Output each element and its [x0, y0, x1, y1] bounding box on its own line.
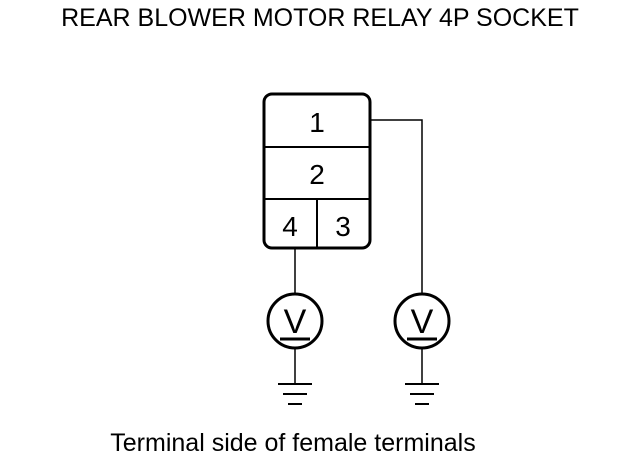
voltmeter-symbol: V: [411, 303, 434, 341]
voltmeter-symbol: V: [284, 303, 307, 341]
terminal-2-label: 2: [309, 159, 325, 190]
diagram-title: REAR BLOWER MOTOR RELAY 4P SOCKET: [61, 4, 579, 32]
diagram-caption: Terminal side of female terminals: [110, 429, 476, 457]
connector-socket: 1 2 4 3: [262, 92, 372, 250]
ground-icon: [405, 383, 439, 405]
terminal-3-label: 3: [335, 211, 351, 242]
ground-icon: [278, 383, 312, 405]
terminal-1-label: 1: [309, 107, 325, 138]
terminal-4-label: 4: [282, 211, 298, 242]
voltmeter-left: V: [266, 292, 324, 384]
voltmeter-right: V: [393, 292, 451, 384]
wire-terminal-1: [370, 119, 423, 294]
